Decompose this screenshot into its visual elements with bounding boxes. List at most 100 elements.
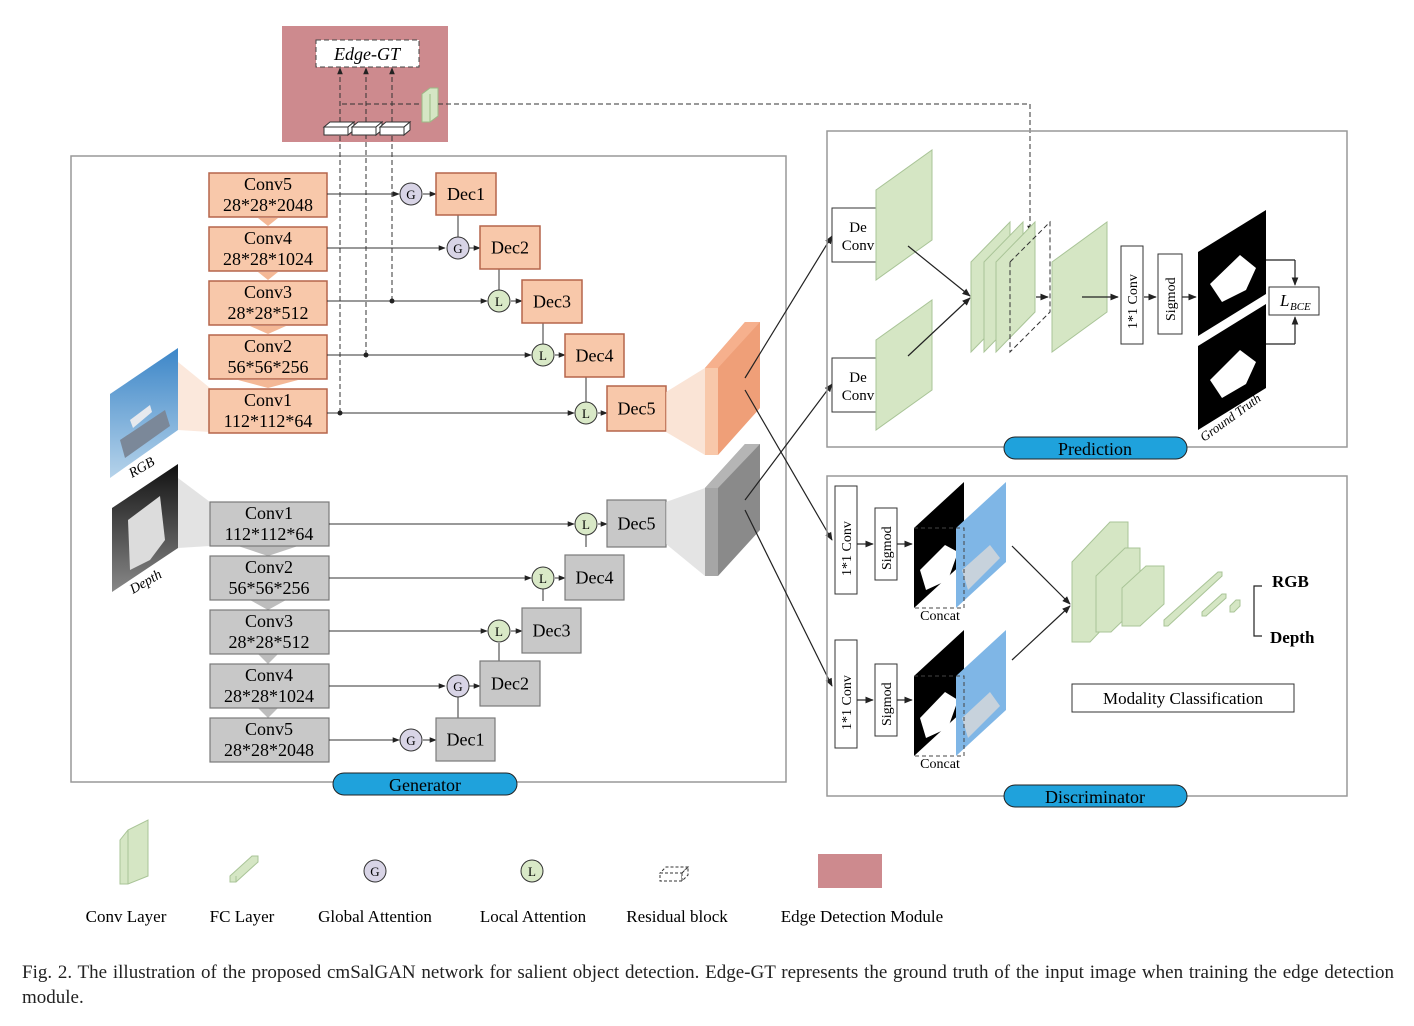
depth-decoder-block: Dec3 [521,607,582,654]
rgb-funnel [178,362,210,432]
edge-skip-lines [337,67,1033,413]
conv-size: 112*112*64 [225,524,314,544]
modality-classification: Modality Classification [1071,683,1295,713]
decoder-name: Dec3 [533,621,571,641]
conv-size: 112*112*64 [224,411,313,431]
rgb-input-image: RGB [110,348,178,482]
depth-decoder-wires [329,521,608,743]
legend-conv-label: Conv Layer [86,907,167,926]
decoder-name: Dec2 [491,674,529,694]
junction-dots [337,298,395,416]
prediction-edge-dashed-slab [1009,220,1051,354]
global-attention-icon: G [446,236,470,260]
conv-name: Conv1 [245,503,293,523]
disc-output-brace [1253,585,1262,637]
concat-bottom-label: Concat [920,757,960,772]
edge-gt-label: Edge-GT [333,44,402,64]
depth-output-feature [666,444,760,576]
legend: Conv Layer FC Layer G Global Attention L… [86,819,943,926]
attention-letter: L [582,517,590,532]
deconv-bot-l2: Conv [842,388,875,404]
deconv-top-l2: Conv [842,238,875,254]
legend-l-letter: L [528,864,536,879]
rgb-decoder-block: Dec5 [606,385,667,432]
decoder-name: Dec3 [533,292,571,312]
local-attention-icon: L [531,343,555,367]
generator-box [70,155,787,783]
disc-concat-bottom: Concat [914,630,1006,772]
prediction-label: Prediction [1058,439,1132,459]
prediction-sigmoid: Sigmod [1157,253,1183,335]
conv-name: Conv3 [245,611,293,631]
depth-funnel [178,478,210,548]
conv-name: Conv2 [245,557,293,577]
depth-conv-connectors [238,546,298,718]
local-attention-icon: L [574,401,598,425]
global-attention-icon: G [363,859,387,883]
edge-conv-layer [421,87,439,123]
concat-top-label: Concat [920,609,960,624]
loss-symbol: L [1279,291,1289,310]
rgb-output-feature [666,322,760,455]
pred-conv-label: 1*1 Conv [1126,274,1141,329]
loss-subscript: BCE [1290,301,1311,313]
disc-top-sigmoid: Sigmod [874,507,898,581]
disc-top-conv: 1*1 Conv [834,485,858,595]
rgb-decoder-block: Dec1 [435,172,497,216]
discriminator-label: Discriminator [1045,787,1145,807]
rgb-decoder-block: Dec2 [479,225,541,270]
depth-decoder-block: Dec5 [606,499,667,548]
disc-small-arrows [857,540,1071,704]
rgb-decoder-block: Dec3 [521,279,583,324]
edge-module-legend-swatch [818,854,882,888]
local-attention-icon: L [520,859,544,883]
depth-decoder-block: Dec2 [479,660,541,707]
modality-label: Modality Classification [1103,689,1264,708]
legend-edge-label: Edge Detection Module [781,907,943,926]
decoder-name: Dec5 [618,399,656,419]
legend-residual-label: Residual block [626,907,728,926]
local-attention-icon: L [531,566,555,590]
conv-size: 56*56*256 [229,578,310,598]
edge-detection-module: Edge-GT [282,26,448,142]
prediction-1x1-conv: 1*1 Conv [1120,245,1144,345]
legend-local-label: Local Attention [480,907,587,926]
discriminator-tab: Discriminator [1003,784,1188,808]
attention-letter: G [453,679,462,694]
rgb-decoder-wires [327,191,608,416]
figure-caption: Fig. 2. The illustration of the proposed… [22,962,1394,1008]
conv-size: 28*28*1024 [224,686,314,706]
rgb-encoder: Conv528*28*2048Conv428*28*1024Conv328*28… [208,172,328,434]
disc-concat-top: Concat [914,482,1006,624]
disc-output-rgb: RGB [1272,572,1309,591]
prediction-deconv-top: De Conv [831,207,877,263]
deconv-bot-l1: De [849,370,867,386]
bce-loss: L BCE [1268,286,1320,316]
disc-top-conv-label: 1*1 Conv [840,521,855,576]
conv-size: 28*28*2048 [223,195,313,215]
conv-name: Conv4 [244,228,292,248]
local-attention-icon: L [487,289,511,313]
global-attention-icon: G [399,182,423,206]
prediction-conv-slabs [875,149,1108,431]
disc-top-sigmoid-label: Sigmod [880,526,895,570]
conv-size: 28*28*512 [228,303,309,323]
generator-output-arrows [744,235,833,687]
conv-name: Conv2 [244,336,292,356]
rgb-conv-connectors [238,218,298,388]
prediction-arrows [907,245,1299,357]
disc-classifier-stack [1071,521,1241,643]
prediction-deconv-bottom: De Conv [831,357,877,413]
decoder-name: Dec1 [447,730,485,750]
conv-name: Conv4 [245,665,293,685]
prediction-saliency-map [1198,210,1266,336]
conv-size: 28*28*512 [229,632,310,652]
edge-residual-blocks [322,120,412,137]
prediction-tab: Prediction [1003,436,1188,460]
attention-letter: L [495,624,503,639]
